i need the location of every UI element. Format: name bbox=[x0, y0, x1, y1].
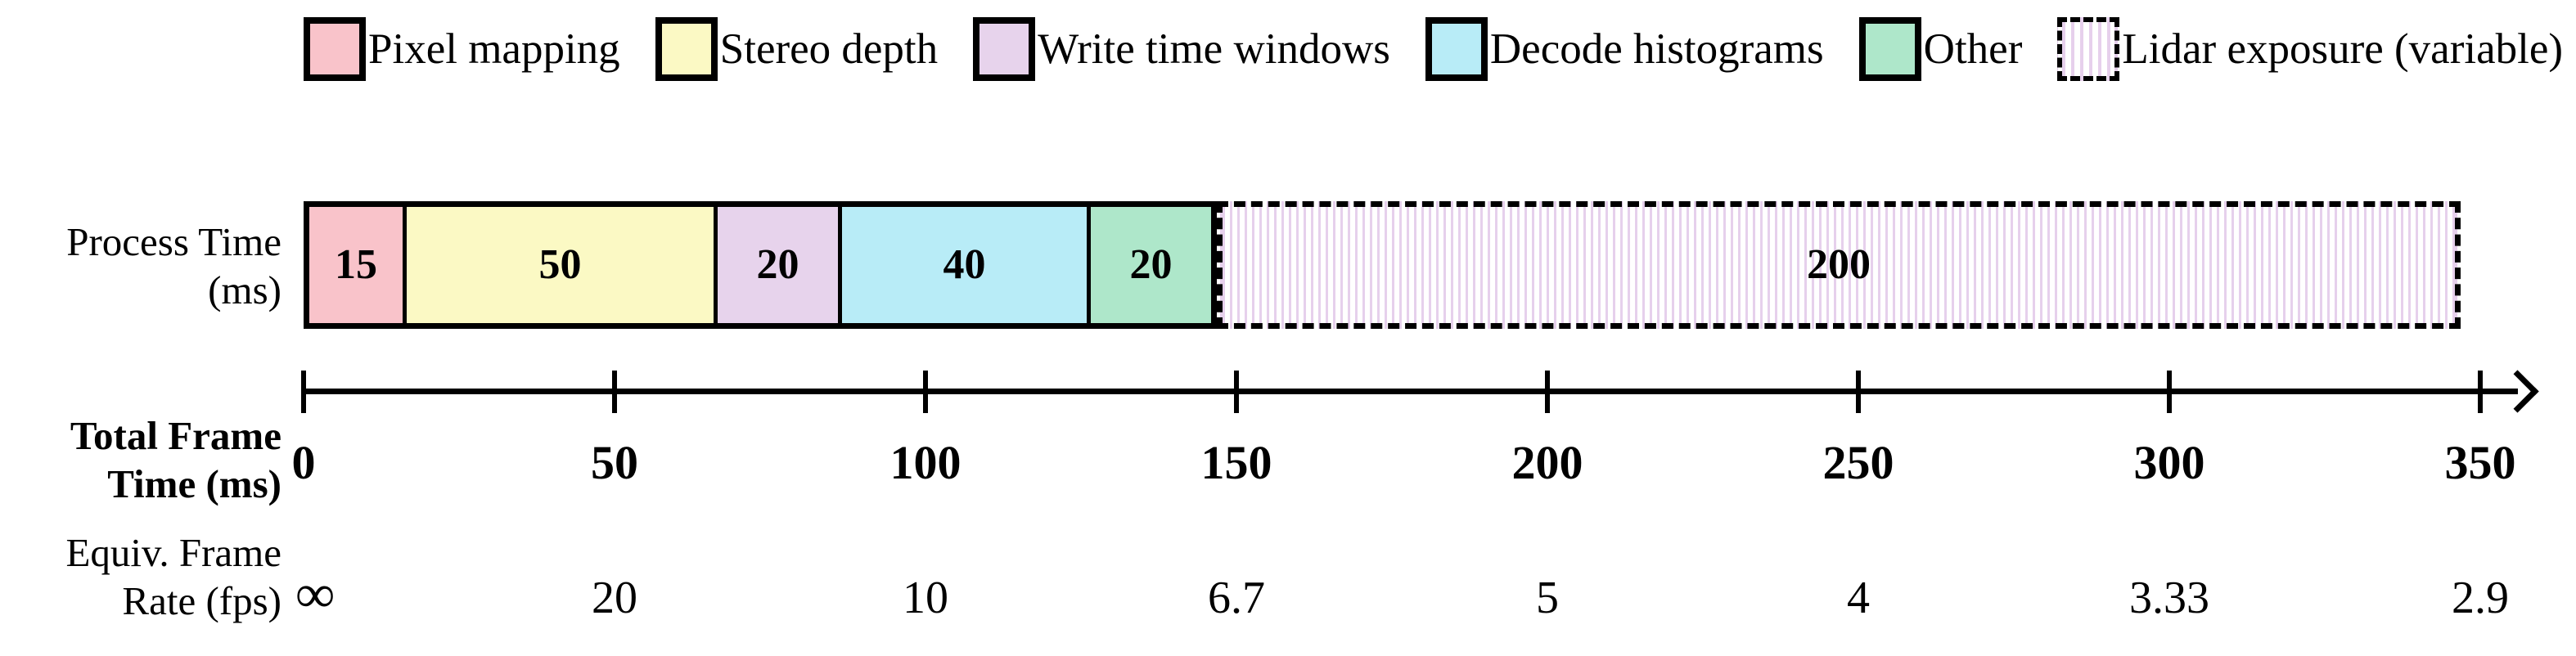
total-frame-time-axis-label: Total Frame Time (ms) bbox=[0, 411, 281, 508]
legend-item-label: Stereo depth bbox=[719, 25, 939, 73]
bar-segment-value: 200 bbox=[1807, 241, 1871, 288]
legend-item-pixel-mapping: Pixel mapping bbox=[304, 17, 620, 81]
axis-tick bbox=[1545, 371, 1550, 413]
axis-tick bbox=[2167, 371, 2172, 413]
legend-item-other: Other bbox=[1858, 17, 2023, 81]
bar-segment-value: 20 bbox=[756, 241, 799, 288]
bar-segment-value: 40 bbox=[943, 241, 986, 288]
axis-tick bbox=[612, 371, 617, 413]
axis-tick-label: 250 bbox=[1822, 436, 1894, 489]
axis-tick bbox=[1234, 371, 1239, 413]
process-time-row-label-line2: (ms) bbox=[208, 267, 281, 312]
legend-item-label: Other bbox=[1923, 25, 2023, 73]
legend-item-lidar-exposure-variable: Lidar exposure (variable) bbox=[2057, 17, 2563, 81]
frame-rate-value: 20 bbox=[592, 573, 637, 623]
legend-swatch-icon bbox=[1858, 17, 1921, 81]
bar-segment-pixel-mapping: 15 bbox=[309, 207, 403, 323]
frame-rate-value: 10 bbox=[903, 573, 948, 623]
time-axis-line bbox=[304, 389, 2518, 394]
legend-item-label: Decode histograms bbox=[1489, 25, 1824, 73]
legend-item-stereo-depth: Stereo depth bbox=[655, 17, 938, 81]
axis-tick bbox=[1856, 371, 1861, 413]
axis-tick bbox=[923, 371, 928, 413]
legend-item-decode-histograms: Decode histograms bbox=[1425, 17, 1824, 81]
axis-tick-label: 0 bbox=[291, 436, 316, 489]
legend-swatch-striped-icon bbox=[2057, 17, 2120, 81]
process-time-row-label-line1: Process Time bbox=[66, 219, 281, 264]
axis-tick-label: 100 bbox=[889, 436, 961, 489]
axis-tick-label: 350 bbox=[2444, 436, 2516, 489]
legend-swatch-icon bbox=[655, 17, 718, 81]
bar-segment-value: 50 bbox=[538, 241, 582, 288]
equiv-frame-rate-row-label-line2: Rate (fps) bbox=[122, 578, 281, 623]
equiv-frame-rate-row-label-line1: Equiv. Frame bbox=[65, 530, 281, 575]
bar-segment-write-time-windows: 20 bbox=[714, 207, 838, 323]
bar-segment-stereo-depth: 50 bbox=[403, 207, 714, 323]
bar-segment-value: 20 bbox=[1129, 241, 1173, 288]
process-time-bar: 15 50 20 40 20 200 bbox=[304, 201, 2461, 329]
legend-item-write-time-windows: Write time windows bbox=[973, 17, 1390, 81]
axis-tick-label: 150 bbox=[1200, 436, 1272, 489]
axis-tick-label: 50 bbox=[591, 436, 638, 489]
bar-segment-decode-histograms: 40 bbox=[838, 207, 1087, 323]
total-frame-time-axis-label-line1: Total Frame bbox=[70, 413, 281, 458]
bar-segment-lidar-exposure-variable: 200 bbox=[1217, 201, 2461, 329]
legend: Pixel mapping Stereo depth Write time wind… bbox=[304, 15, 2563, 83]
legend-item-label: Write time windows bbox=[1038, 25, 1390, 73]
axis-tick-label: 300 bbox=[2133, 436, 2205, 489]
axis-tick bbox=[301, 371, 306, 413]
legend-swatch-icon bbox=[304, 17, 366, 81]
total-frame-time-axis-label-line2: Time (ms) bbox=[107, 461, 281, 506]
bar-segment-other: 20 bbox=[1087, 207, 1211, 323]
axis-arrow-icon bbox=[2496, 370, 2539, 413]
frame-rate-value: ∞ bbox=[295, 564, 335, 624]
legend-item-label: Pixel mapping bbox=[368, 25, 620, 73]
process-time-bar-solid-group: 15 50 20 40 20 bbox=[304, 201, 1217, 329]
frame-rate-value: 2.9 bbox=[2452, 573, 2509, 623]
legend-swatch-icon bbox=[973, 17, 1036, 81]
frame-rate-value: 3.33 bbox=[2129, 573, 2209, 623]
frame-rate-value: 6.7 bbox=[1208, 573, 1265, 623]
legend-item-label: Lidar exposure (variable) bbox=[2122, 25, 2563, 73]
frame-rate-value: 5 bbox=[1536, 573, 1559, 623]
equiv-frame-rate-row-label: Equiv. Frame Rate (fps) bbox=[0, 528, 281, 625]
axis-tick-label: 200 bbox=[1511, 436, 1583, 489]
axis-tick bbox=[2478, 371, 2483, 413]
process-time-row-label: Process Time (ms) bbox=[0, 218, 281, 314]
bar-segment-value: 15 bbox=[335, 241, 377, 288]
legend-swatch-icon bbox=[1425, 17, 1488, 81]
frame-rate-value: 4 bbox=[1847, 573, 1870, 623]
